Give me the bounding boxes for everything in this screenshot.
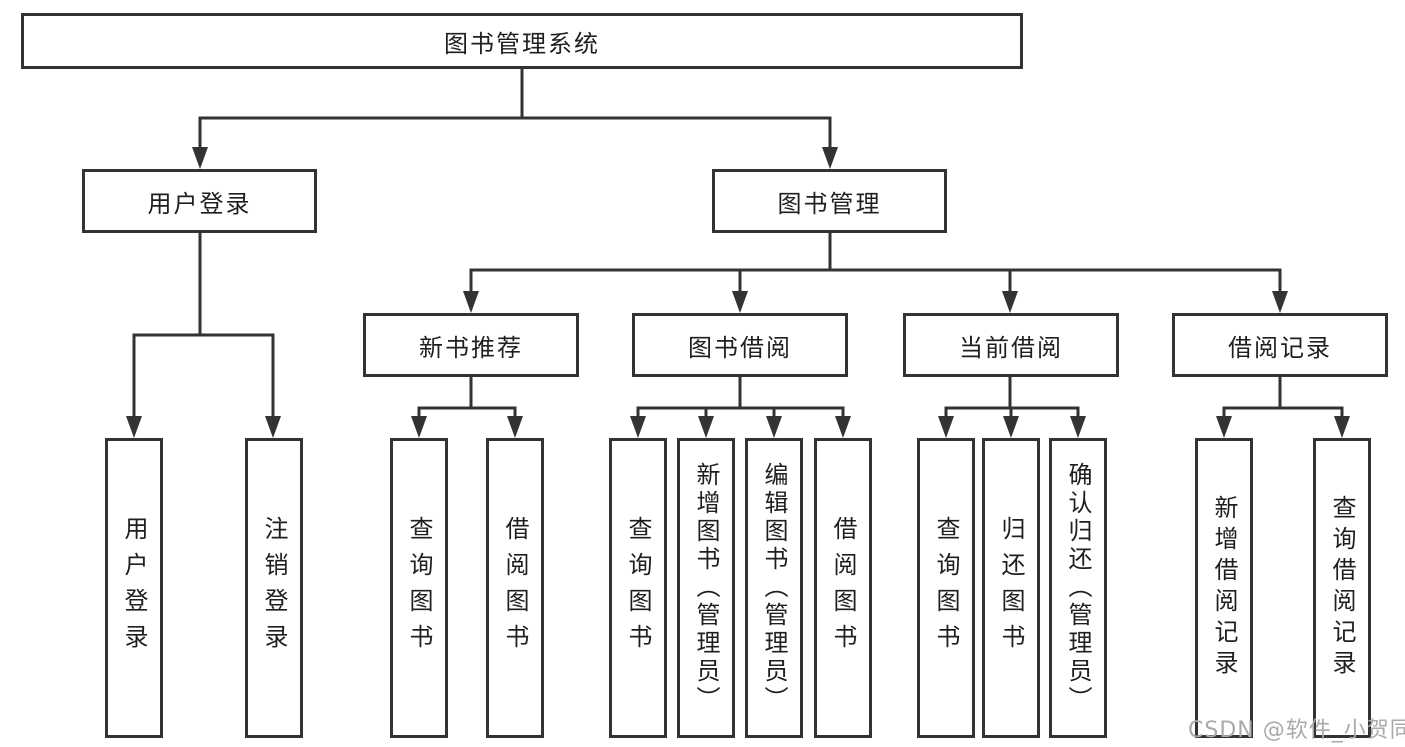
node-label: 图书管理 — [777, 189, 882, 218]
leaf-query-books-current: 查询图书 — [917, 438, 975, 738]
leaf-label: 新增图书（管理员） — [692, 462, 720, 714]
leaf-label: 用户登录 — [120, 516, 148, 660]
node-root-system: 图书管理系统 — [21, 13, 1023, 69]
node-current-borrow: 当前借阅 — [903, 313, 1119, 377]
node-label: 图书借阅 — [688, 333, 792, 362]
leaf-return-books: 归还图书 — [982, 438, 1040, 738]
node-book-borrow: 图书借阅 — [632, 313, 848, 377]
leaf-label: 查询借阅记录 — [1328, 495, 1356, 681]
node-label: 借阅记录 — [1228, 333, 1332, 362]
node-label: 当前借阅 — [959, 333, 1063, 362]
leaf-label: 借阅图书 — [829, 516, 857, 660]
leaf-label: 新增借阅记录 — [1210, 495, 1238, 681]
leaf-query-books-recommend: 查询图书 — [390, 438, 448, 738]
leaf-confirm-return-admin: 确认归还（管理员） — [1049, 438, 1107, 738]
leaf-label: 编辑图书（管理员） — [760, 462, 788, 714]
leaf-label: 注销登录 — [260, 516, 288, 660]
leaf-borrow-books: 借阅图书 — [814, 438, 872, 738]
leaf-label: 确认归还（管理员） — [1064, 462, 1092, 714]
csdn-watermark: CSDN @软件_小贺同学 — [1188, 718, 1405, 743]
node-borrow-records: 借阅记录 — [1172, 313, 1388, 377]
leaf-logout: 注销登录 — [245, 438, 303, 738]
node-label: 图书管理系统 — [444, 29, 600, 58]
leaf-add-borrow-record: 新增借阅记录 — [1195, 438, 1253, 738]
node-label: 新书推荐 — [419, 333, 523, 362]
leaf-label: 归还图书 — [997, 516, 1025, 660]
node-user-login: 用户登录 — [82, 169, 317, 233]
leaf-add-books-admin: 新增图书（管理员） — [677, 438, 735, 738]
arrowheads — [126, 147, 1350, 438]
leaf-borrow-books-recommend: 借阅图书 — [486, 438, 544, 738]
node-label: 用户登录 — [147, 189, 252, 218]
leaf-query-borrow-record: 查询借阅记录 — [1313, 438, 1371, 738]
leaf-user-login: 用户登录 — [105, 438, 163, 738]
leaf-query-books-borrow: 查询图书 — [609, 438, 667, 738]
leaf-edit-books-admin: 编辑图书（管理员） — [745, 438, 803, 738]
leaf-label: 借阅图书 — [501, 516, 529, 660]
leaf-label: 查询图书 — [624, 516, 652, 660]
node-new-book-recommend: 新书推荐 — [363, 313, 579, 377]
leaf-label: 查询图书 — [932, 516, 960, 660]
node-book-management: 图书管理 — [712, 169, 947, 233]
tree-edges — [132, 67, 1344, 424]
leaf-label: 查询图书 — [405, 516, 433, 660]
